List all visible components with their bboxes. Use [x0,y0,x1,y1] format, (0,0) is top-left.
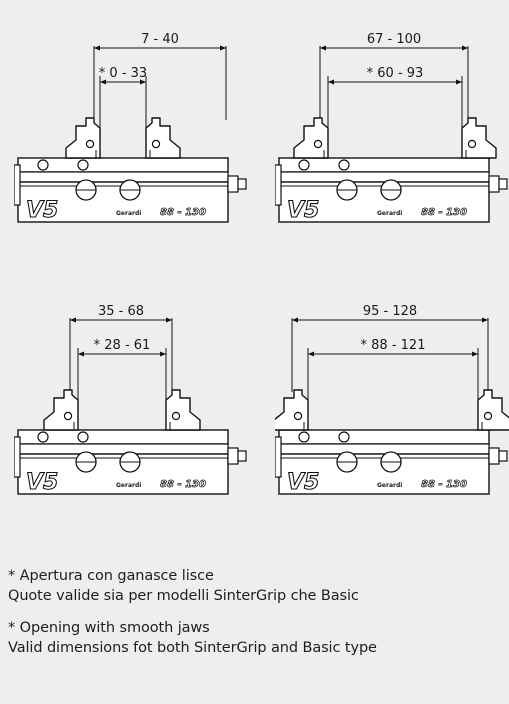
vise-body [275,429,508,495]
vise-drawing-medium: 35 - 68 * 28 - 61 V5 Gerardi 88 - 130 [14,304,247,496]
vise-drawing-wide: 67 - 100 * 60 - 93 V5 Gerardi 88 - 130 [275,32,508,224]
dimension-lines [69,317,173,400]
model-number: 88 - 130 [160,207,206,218]
vise-drawing-closed: 7 - 40 * 0 - 33 V5 Gerardi 88 - 130 [14,32,247,224]
note-en-valid-models: Valid dimensions fot both SinterGrip and… [8,640,377,656]
notes-block: * Apertura con ganasce lisce Quote valid… [8,566,509,658]
vise-body [14,429,247,495]
outer-opening-label: 95 - 128 [363,304,417,319]
note-it-smooth-jaws: * Apertura con ganasce lisce [8,568,214,584]
left-jaw [43,389,79,431]
inner-opening-label: * 88 - 121 [361,338,426,353]
model-number: 88 - 130 [160,479,206,490]
brand-logo: Gerardi [116,210,141,217]
outer-opening-label: 7 - 40 [141,32,179,47]
right-jaw [165,389,201,431]
v5-logo: V5 [26,470,58,495]
v5-logo: V5 [26,198,58,223]
v5-logo: V5 [287,198,319,223]
brand-logo: Gerardi [377,210,402,217]
note-en-smooth-jaws: * Opening with smooth jaws [8,620,210,636]
model-number: 88 - 130 [421,207,467,218]
left-jaw [65,117,101,159]
brand-logo: Gerardi [116,482,141,489]
left-jaw [275,389,309,431]
dimension-lines [319,45,469,128]
inner-opening-label: * 60 - 93 [367,66,424,81]
model-number: 88 - 130 [421,479,467,490]
inner-opening-label: * 0 - 33 [99,66,147,81]
left-jaw [293,117,329,159]
right-jaw [477,389,509,431]
right-jaw [145,117,181,159]
v5-logo: V5 [287,470,319,495]
brand-logo: Gerardi [377,482,402,489]
vise-body [14,157,247,223]
dimension-lines [93,45,227,128]
vise-body [275,157,508,223]
inner-opening-label: * 28 - 61 [94,338,151,353]
outer-opening-label: 67 - 100 [367,32,421,47]
note-it-valid-models: Quote valide sia per modelli SinterGrip … [8,588,359,604]
dimension-lines [291,317,489,400]
outer-opening-label: 35 - 68 [98,304,144,319]
right-jaw [461,117,497,159]
